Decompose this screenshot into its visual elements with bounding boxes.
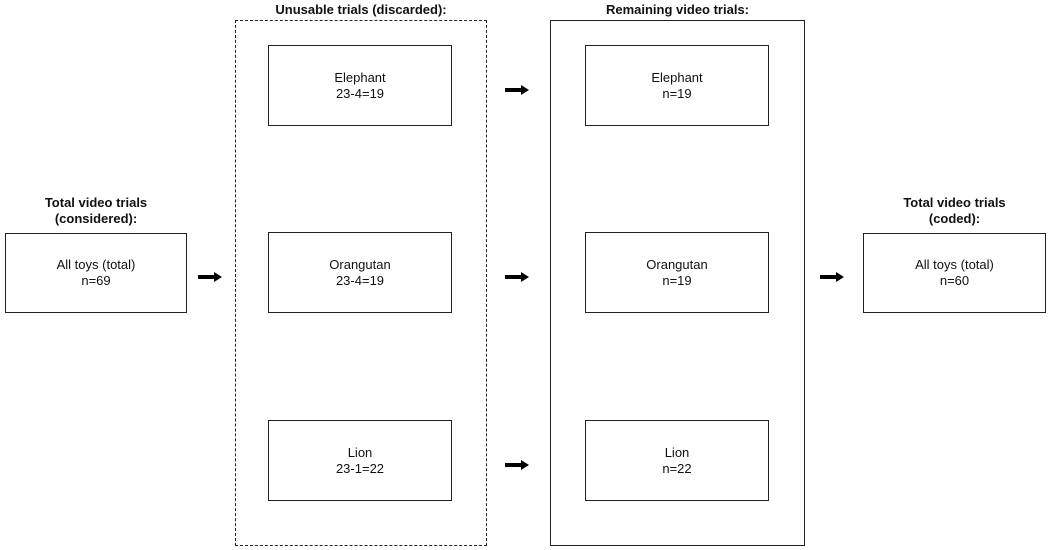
remaining-elephant-name: Elephant (651, 69, 703, 85)
considered-heading-line2: (considered): (54, 211, 138, 226)
remaining-elephant-value: n=19 (662, 85, 692, 101)
discarded-group (235, 20, 487, 546)
coded-heading: Total video trials (coded): (863, 195, 1046, 227)
considered-total-label: All toys (total) (56, 257, 136, 272)
remaining-orangutan-value: n=19 (662, 272, 692, 288)
considered-heading: Total video trials (considered): (5, 195, 187, 227)
discarded-elephant-name: Elephant (334, 69, 386, 85)
remaining-orangutan-name: Orangutan (646, 256, 708, 272)
arrow-elephant (505, 85, 529, 95)
remaining-lion-box: Lion n=22 (585, 420, 769, 501)
discarded-heading: Unusable trials (discarded): (275, 2, 447, 17)
considered-total-box: All toys (total) n=69 (5, 233, 187, 313)
arrow-lion (505, 460, 529, 470)
discarded-elephant-box: Elephant 23-4=19 (268, 45, 452, 126)
discarded-orangutan-box: Orangutan 23-4=19 (268, 232, 452, 313)
remaining-elephant-box: Elephant n=19 (585, 45, 769, 126)
coded-heading-line1: Total video trials (903, 195, 1006, 210)
remaining-lion-value: n=22 (662, 460, 692, 476)
remaining-orangutan-box: Orangutan n=19 (585, 232, 769, 313)
arrow-considered-to-discarded (198, 272, 222, 282)
remaining-lion-name: Lion (664, 444, 690, 460)
coded-total-label: All toys (total) (915, 257, 994, 272)
considered-heading-line1: Total video trials (44, 195, 148, 210)
coded-total-box: All toys (total) n=60 (863, 233, 1046, 313)
discarded-lion-value: 23-1=22 (335, 460, 385, 476)
discarded-lion-name: Lion (347, 444, 373, 460)
discarded-elephant-value: 23-4=19 (335, 85, 385, 101)
discarded-lion-box: Lion 23-1=22 (268, 420, 452, 501)
coded-heading-line2: (coded): (928, 211, 981, 226)
remaining-heading: Remaining video trials: (605, 2, 750, 17)
coded-total-count: n=60 (939, 273, 970, 288)
discarded-orangutan-value: 23-4=19 (335, 272, 385, 288)
arrow-orangutan (505, 272, 529, 282)
considered-total-count: n=69 (81, 273, 111, 288)
remaining-group (550, 20, 805, 546)
discarded-orangutan-name: Orangutan (329, 256, 391, 272)
arrow-remaining-to-coded (820, 272, 844, 282)
